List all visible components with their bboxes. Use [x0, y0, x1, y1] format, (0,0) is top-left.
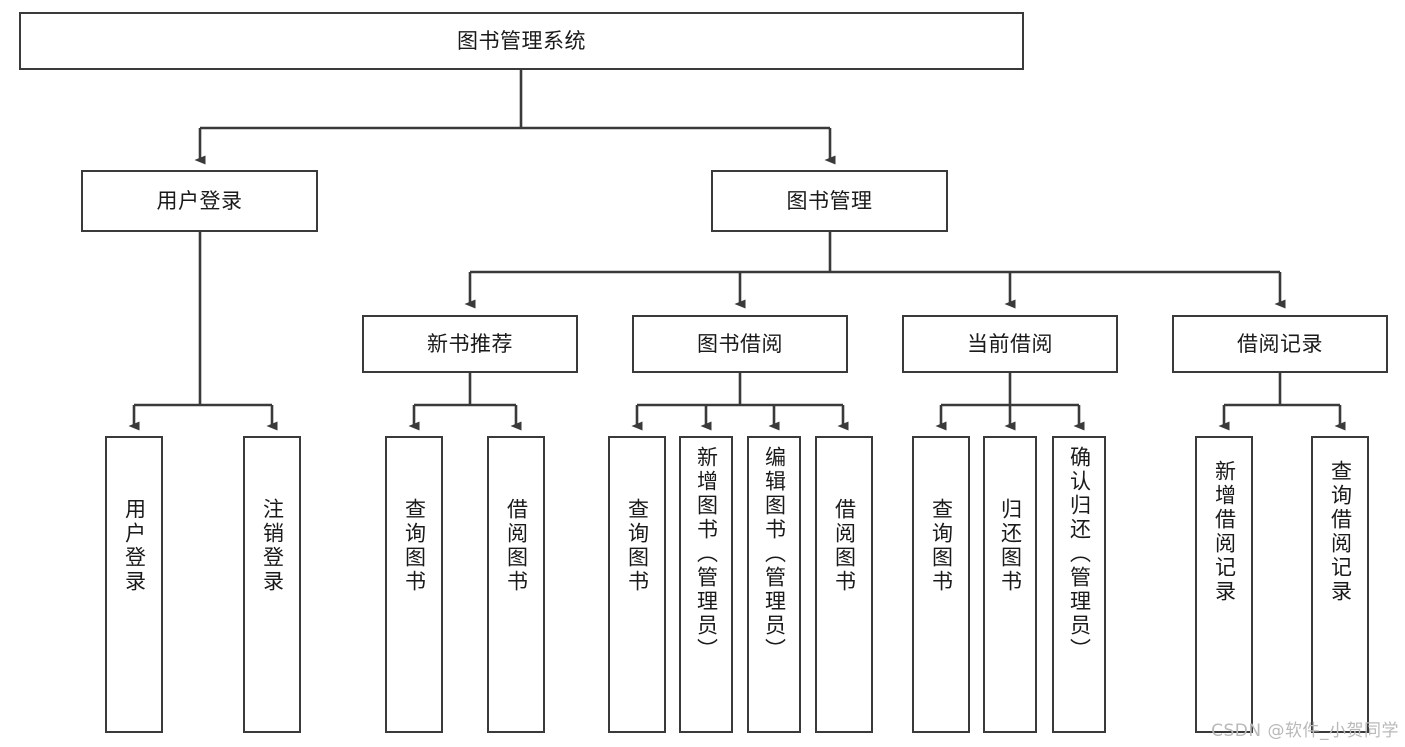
node-borrow-record-label: 借阅记录 — [1237, 331, 1323, 356]
node-leaf-user-login[interactable]: 用户登录 — [105, 436, 163, 733]
node-leaf-return-book[interactable]: 归还图书 — [983, 436, 1037, 733]
node-leaf-query-record-label: 查询借阅记录 — [1328, 460, 1353, 604]
node-user-login-label: 用户登录 — [156, 188, 243, 213]
node-leaf-borrow-book-1-label: 借阅图书 — [504, 498, 529, 594]
node-leaf-return-book-label: 归还图书 — [998, 498, 1023, 594]
node-root-label: 图书管理系统 — [457, 28, 586, 53]
node-leaf-query-book-2-label: 查询图书 — [625, 498, 650, 594]
node-leaf-query-book-3-label: 查询图书 — [929, 498, 954, 594]
node-root[interactable]: 图书管理系统 — [19, 12, 1024, 70]
node-leaf-edit-book-label: 编辑图书（管理员） — [762, 446, 787, 662]
node-leaf-borrow-book-2-label: 借阅图书 — [832, 498, 857, 594]
node-leaf-add-book-label: 新增图书（管理员） — [694, 446, 719, 662]
node-borrow-record[interactable]: 借阅记录 — [1172, 315, 1388, 373]
node-leaf-query-book-3[interactable]: 查询图书 — [912, 436, 970, 733]
node-leaf-query-book-1[interactable]: 查询图书 — [385, 436, 443, 733]
node-leaf-query-book-2[interactable]: 查询图书 — [608, 436, 666, 733]
node-leaf-confirm-return[interactable]: 确认归还（管理员） — [1052, 436, 1106, 733]
node-leaf-user-login-label: 用户登录 — [122, 498, 147, 594]
node-leaf-add-book[interactable]: 新增图书（管理员） — [679, 436, 733, 733]
node-user-login[interactable]: 用户登录 — [81, 170, 318, 232]
node-new-book-recommend-label: 新书推荐 — [427, 331, 513, 356]
node-book-manage[interactable]: 图书管理 — [711, 170, 948, 232]
node-book-manage-label: 图书管理 — [786, 188, 873, 213]
node-current-borrow-label: 当前借阅 — [967, 331, 1053, 356]
node-leaf-query-record[interactable]: 查询借阅记录 — [1311, 436, 1369, 733]
node-leaf-add-record[interactable]: 新增借阅记录 — [1195, 436, 1253, 733]
node-book-borrow[interactable]: 图书借阅 — [632, 315, 848, 373]
node-leaf-query-book-1-label: 查询图书 — [402, 498, 427, 594]
node-current-borrow[interactable]: 当前借阅 — [902, 315, 1118, 373]
watermark: CSDN @软件_小贺同学 — [1211, 721, 1399, 741]
node-leaf-borrow-book-2[interactable]: 借阅图书 — [815, 436, 873, 733]
node-leaf-user-logout-label: 注销登录 — [260, 498, 285, 594]
node-leaf-edit-book[interactable]: 编辑图书（管理员） — [747, 436, 801, 733]
node-leaf-confirm-return-label: 确认归还（管理员） — [1067, 446, 1092, 662]
node-leaf-user-logout[interactable]: 注销登录 — [243, 436, 301, 733]
node-book-borrow-label: 图书借阅 — [697, 331, 783, 356]
node-leaf-add-record-label: 新增借阅记录 — [1212, 460, 1237, 604]
node-leaf-borrow-book-1[interactable]: 借阅图书 — [487, 436, 545, 733]
node-new-book-recommend[interactable]: 新书推荐 — [362, 315, 578, 373]
